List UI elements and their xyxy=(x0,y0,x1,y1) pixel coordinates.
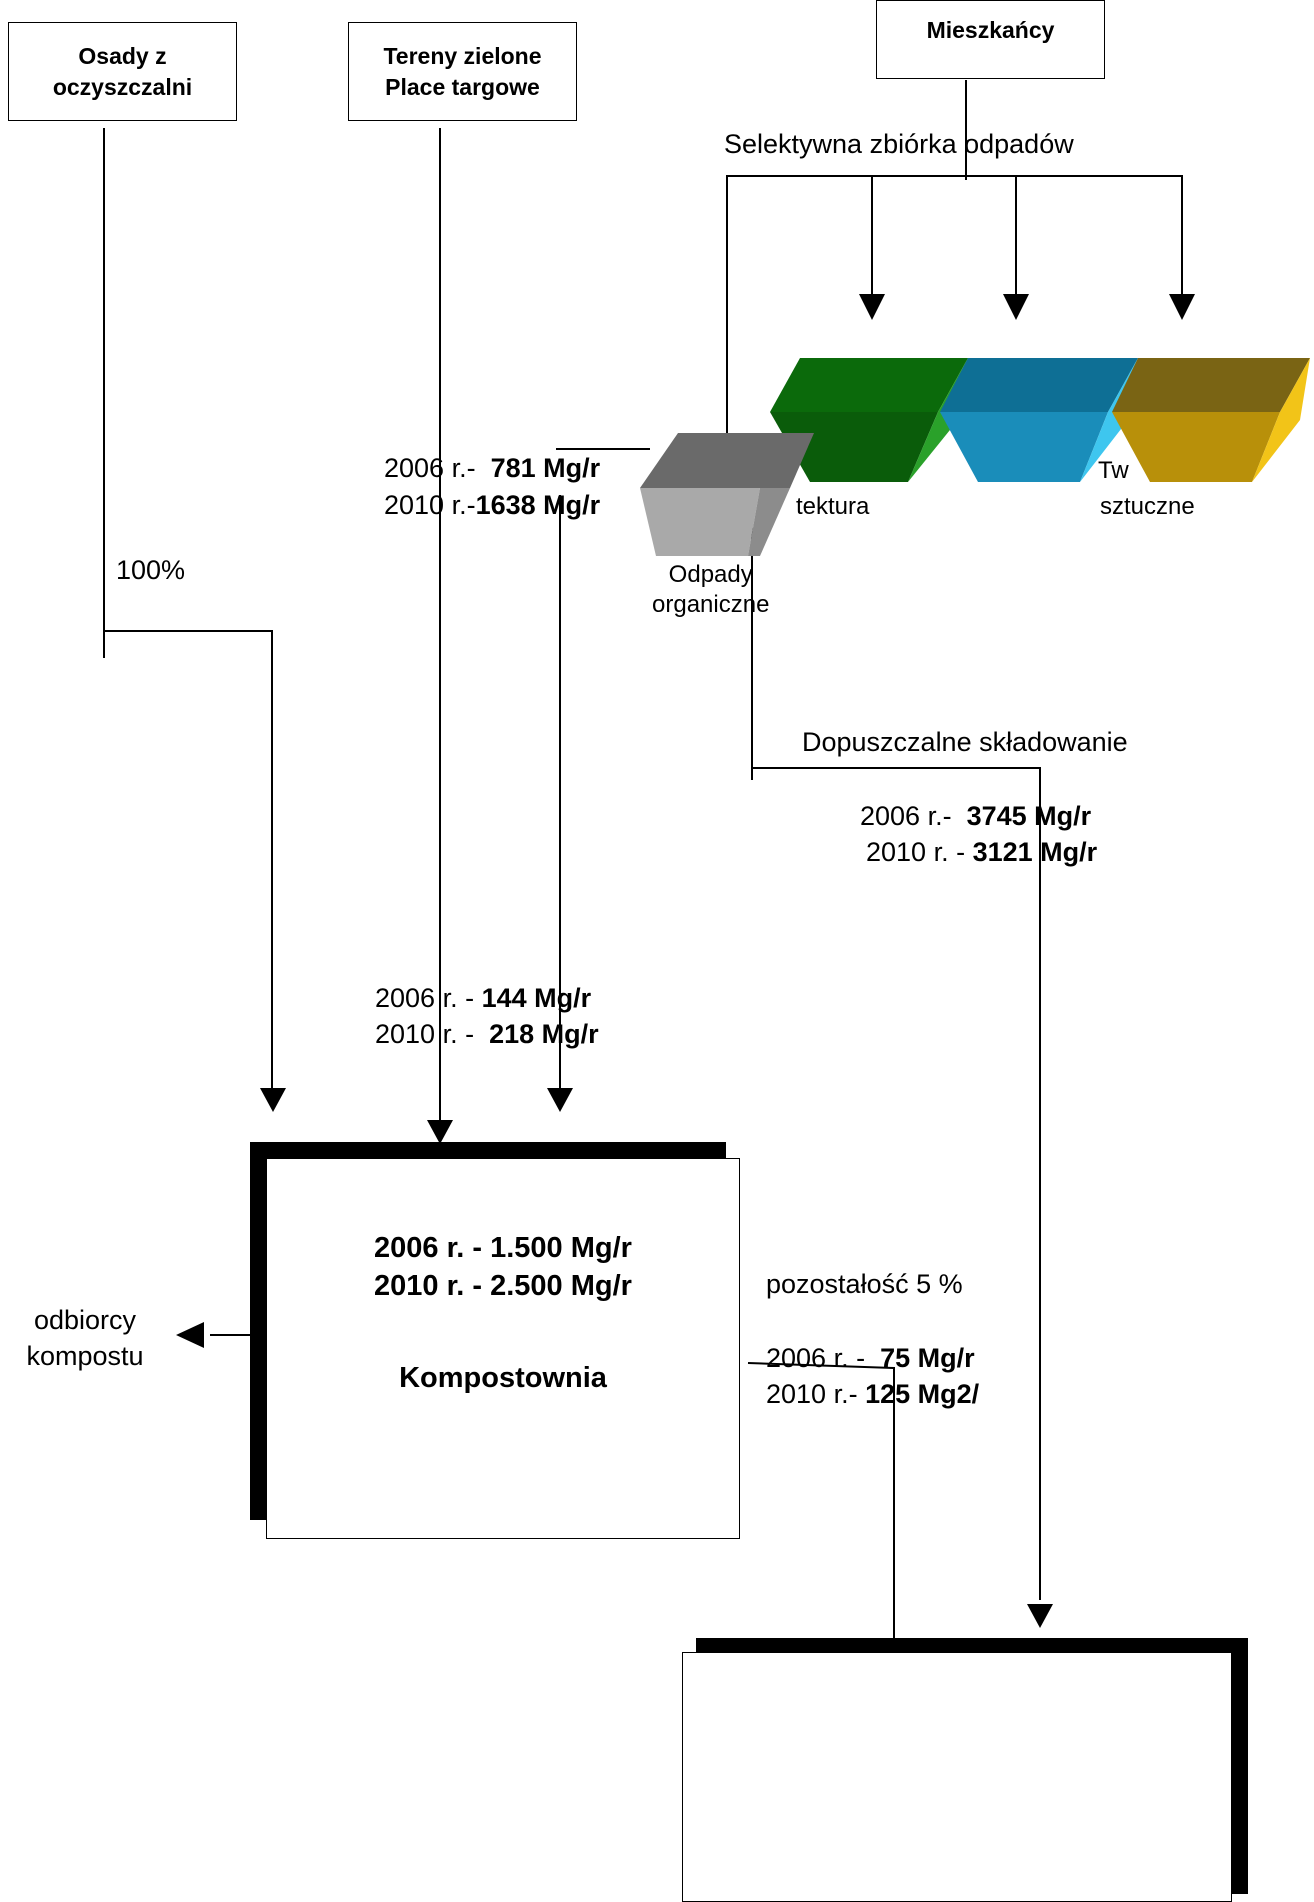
organic-2010-label: 2010 r.-1638 Mg/r xyxy=(384,487,600,523)
sludge-arrow-line xyxy=(104,630,273,1088)
landfill-2010-label: 2010 r. - 3121 Mg/r xyxy=(866,834,1097,870)
organic-2006-label: 2006 r.- 781 Mg/r xyxy=(384,450,600,486)
composting-box xyxy=(266,1158,740,1539)
composting-2006-value: 2006 r. - 1.500 Mg/r xyxy=(374,1232,632,1264)
paper-bin-label: tektura xyxy=(796,493,870,520)
source-box-sewage-sludge: Osady z oczyszczalni xyxy=(8,22,237,121)
composting-name: Kompostownia xyxy=(399,1362,607,1394)
landfill-box xyxy=(682,1652,1232,1902)
glass-bin-icon xyxy=(940,358,1138,482)
green-2010-prefix: 2010 r. - xyxy=(375,1019,490,1049)
green-2006-value: 144 Mg/r xyxy=(481,983,592,1013)
residue-line xyxy=(747,1362,895,1640)
residue-2010-value: 125 Mg2/ xyxy=(865,1379,980,1409)
residue-2006-value: 75 Mg/r xyxy=(880,1343,975,1373)
collection-bracket xyxy=(726,175,1183,465)
green-2006-label: 2006 r. - 144 Mg/r xyxy=(375,980,591,1016)
organic-bin-label: Odpady organiczne xyxy=(652,561,770,618)
landfill-label: Dopuszczalne składowanie xyxy=(802,727,1128,757)
residue-2006-label: 2006 r. - 75 Mg/r xyxy=(766,1340,975,1376)
residue-2010-prefix: 2010 r.- xyxy=(766,1379,866,1409)
source-box-residents: Mieszkańcy xyxy=(876,0,1105,79)
compost-receivers-label: odbiorcy kompostu xyxy=(26,1305,144,1371)
organic-2006-value: 781 Mg/r xyxy=(490,453,601,483)
green-2010-label: 2010 r. - 218 Mg/r xyxy=(375,1016,599,1052)
plastic-bin-label-top: Tw xyxy=(1098,457,1129,484)
residue-2010-label: 2010 r.- 125 Mg2/ xyxy=(766,1376,979,1412)
landfill-2006-label: 2006 r.- 3745 Mg/r xyxy=(860,798,1091,834)
source-box-green-areas: Tereny zielone Place targowe xyxy=(348,22,577,121)
organic-2010-value: 1638 Mg/r xyxy=(475,490,601,520)
selective-collection-label: Selektywna zbiórka odpadów xyxy=(724,129,1074,159)
green-2010-value: 218 Mg/r xyxy=(489,1019,599,1049)
plastic-bin-label: sztuczne xyxy=(1100,493,1195,520)
composting-2010-value: 2010 r. - 2.500 Mg/r xyxy=(374,1270,632,1302)
source-label-green-areas: Tereny zielone Place targowe xyxy=(383,42,542,100)
landfill-2006-prefix: 2006 r.- xyxy=(860,801,967,831)
residue-label: pozostałość 5 % xyxy=(766,1269,963,1299)
organic-2010-prefix: 2010 r.- xyxy=(384,490,476,520)
landfill-arrow-line xyxy=(752,767,1041,1600)
source-label-sewage-sludge: Osady z oczyszczalni xyxy=(52,42,193,100)
plastic-bin-icon xyxy=(1112,358,1310,482)
organic-2006-prefix: 2006 r.- xyxy=(384,453,491,483)
organic-bin-icon xyxy=(640,433,814,556)
green-2006-prefix: 2006 r. - xyxy=(375,983,482,1013)
landfill-2010-prefix: 2010 r. - xyxy=(866,837,973,867)
arrowheads xyxy=(176,294,1195,1664)
sludge-percent-label: 100% xyxy=(116,555,186,585)
source-label-residents: Mieszkańcy xyxy=(926,17,1055,43)
landfill-2006-value: 3745 Mg/r xyxy=(966,801,1092,831)
landfill-2010-value: 3121 Mg/r xyxy=(972,837,1098,867)
residue-2006-prefix: 2006 r. - xyxy=(766,1343,881,1373)
